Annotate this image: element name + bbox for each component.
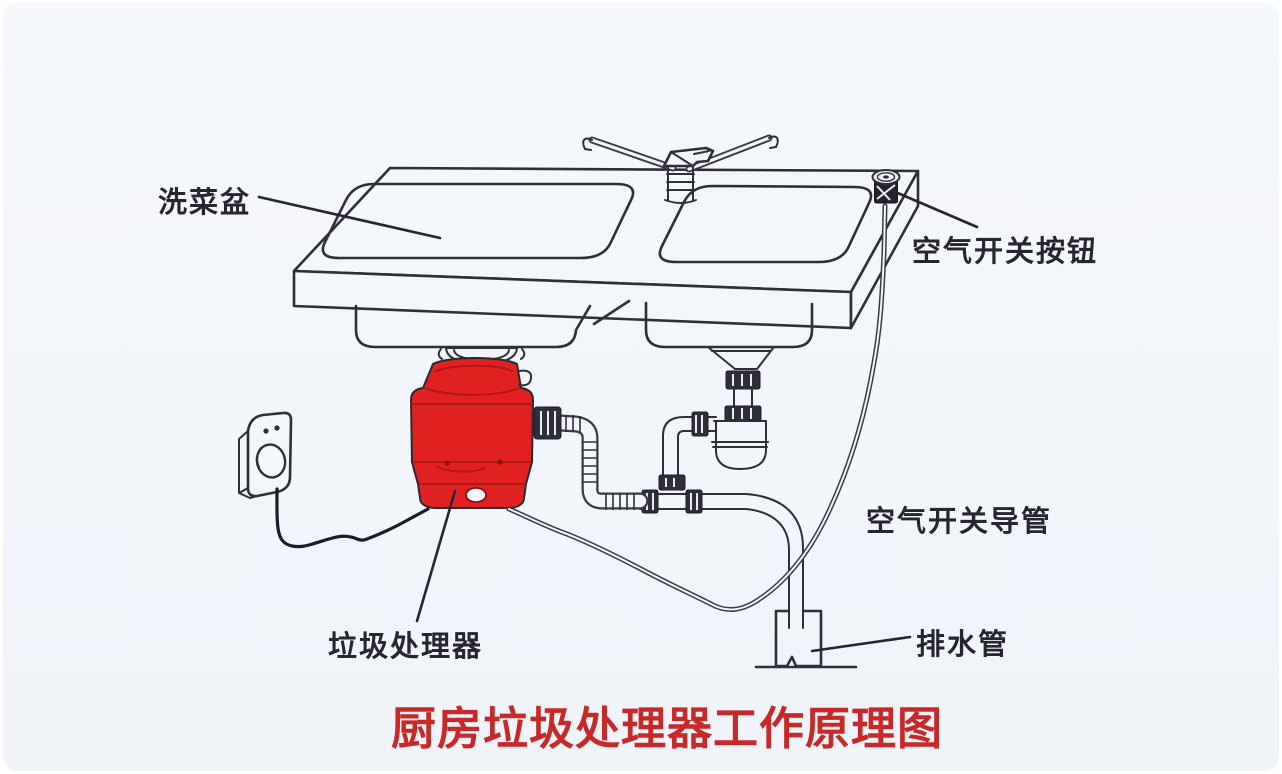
air-switch-conduit-group bbox=[506, 203, 888, 612]
outlet-pin-right bbox=[274, 425, 280, 431]
trap-elbow-pipe bbox=[662, 416, 717, 478]
air-switch-button-device[interactable] bbox=[871, 169, 901, 204]
corrugation-ribs bbox=[565, 415, 635, 510]
hose-coupling-ribs bbox=[540, 411, 556, 435]
faucet bbox=[582, 134, 779, 204]
disposer-side-clip bbox=[518, 369, 533, 387]
disposer-body bbox=[410, 357, 534, 509]
faucet-left-tip bbox=[582, 137, 593, 151]
label-drain-pipe: 排水管 bbox=[916, 627, 1009, 661]
diagram-title: 厨房垃圾处理器工作原理图 bbox=[391, 702, 943, 755]
label-air-switch-conduit: 空气开关导管 bbox=[866, 504, 1052, 538]
power-cord bbox=[275, 487, 430, 549]
corrugated-hose-outline bbox=[551, 414, 649, 510]
bowl-divider-edge bbox=[592, 299, 631, 326]
drain-funnel bbox=[707, 346, 775, 370]
disposer-seams bbox=[410, 364, 534, 485]
tee-fitting-ribs bbox=[665, 478, 675, 487]
air-button-ring bbox=[876, 172, 896, 182]
faucet-base bbox=[664, 165, 697, 204]
leader-disposer bbox=[415, 489, 457, 623]
diagram-background bbox=[3, 3, 1279, 771]
drain-coupling-right bbox=[685, 489, 703, 514]
faucet-right-tip bbox=[768, 135, 779, 149]
right-basin-opening bbox=[658, 184, 873, 264]
faucet-handle-detail bbox=[670, 150, 710, 167]
elbow-coupling bbox=[691, 411, 709, 437]
leader-lines bbox=[257, 189, 979, 653]
trap-tailpipe bbox=[733, 388, 753, 407]
leader-drain-pipe bbox=[810, 635, 912, 653]
elbow-coupling-ribs bbox=[695, 415, 703, 433]
corrugated-hose-core bbox=[553, 416, 647, 508]
left-basin-opening bbox=[321, 182, 635, 260]
air-button-knurl bbox=[876, 184, 896, 201]
label-garbage-disposer: 垃圾处理器 bbox=[328, 629, 483, 663]
tee-fitting bbox=[658, 474, 686, 491]
trap-coupling-top-ribs bbox=[732, 374, 752, 386]
faucet-left-spout-core bbox=[590, 138, 675, 170]
faucet-right-spout-core bbox=[687, 136, 771, 171]
drain-standpipe bbox=[774, 609, 823, 668]
air-switch-conduit-core bbox=[508, 205, 886, 611]
leader-air-button bbox=[891, 189, 979, 229]
labels: 洗菜盆 空气开关按钮 空气开关导管 排水管 垃圾处理器 bbox=[158, 185, 1098, 663]
leader-sink-basin bbox=[257, 195, 442, 240]
drain-downpipe bbox=[745, 493, 804, 629]
sink-counter bbox=[292, 166, 920, 330]
disposer-outlet-hole bbox=[465, 487, 487, 503]
outlet-socket-detail bbox=[256, 447, 262, 468]
disposer-discharge-hose bbox=[533, 406, 649, 510]
air-button-center bbox=[883, 175, 889, 179]
trap-coupling-bottom-ribs bbox=[732, 408, 752, 419]
power-outlet bbox=[238, 411, 430, 549]
disposer-rivet-right bbox=[497, 459, 503, 465]
garbage-disposer bbox=[410, 347, 534, 509]
drain-plumbing bbox=[639, 346, 858, 669]
drain-coupling-right-ribs bbox=[690, 493, 698, 510]
label-air-switch-button: 空气开关按钮 bbox=[912, 234, 1098, 268]
disposer-rivet-left bbox=[444, 460, 450, 466]
outlet-pin-left bbox=[263, 428, 269, 434]
label-sink-basin: 洗菜盆 bbox=[158, 185, 251, 219]
bottle-trap bbox=[711, 420, 769, 470]
